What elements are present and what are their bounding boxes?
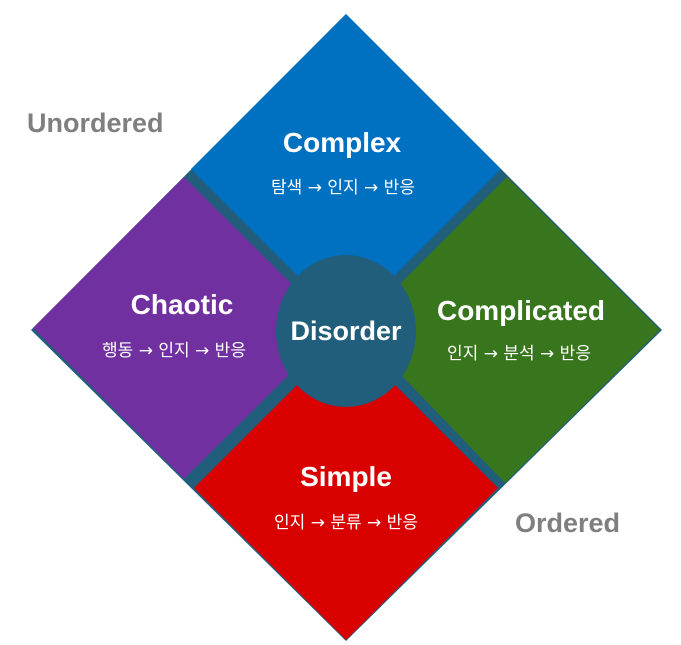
complicated-steps: 인지 → 분석 → 반응 bbox=[447, 344, 591, 364]
complex-title: Complex bbox=[283, 127, 402, 158]
disorder-title: Disorder bbox=[290, 316, 402, 346]
chaotic-title: Chaotic bbox=[131, 289, 234, 320]
chaotic-steps: 행동 → 인지 → 반응 bbox=[102, 341, 246, 361]
unordered-label: Unordered bbox=[27, 108, 164, 138]
simple-quadrant bbox=[194, 336, 498, 640]
complex-steps: 탐색 → 인지 → 반응 bbox=[271, 178, 415, 198]
disorder-circle bbox=[276, 255, 416, 407]
complex-quadrant bbox=[191, 14, 501, 324]
complicated-quadrant bbox=[356, 177, 660, 483]
complicated-title: Complicated bbox=[437, 295, 605, 326]
simple-title: Simple bbox=[300, 461, 392, 492]
simple-steps: 인지 → 분류 → 반응 bbox=[274, 513, 418, 533]
ordered-label: Ordered bbox=[515, 508, 621, 538]
chaotic-quadrant bbox=[33, 177, 336, 479]
